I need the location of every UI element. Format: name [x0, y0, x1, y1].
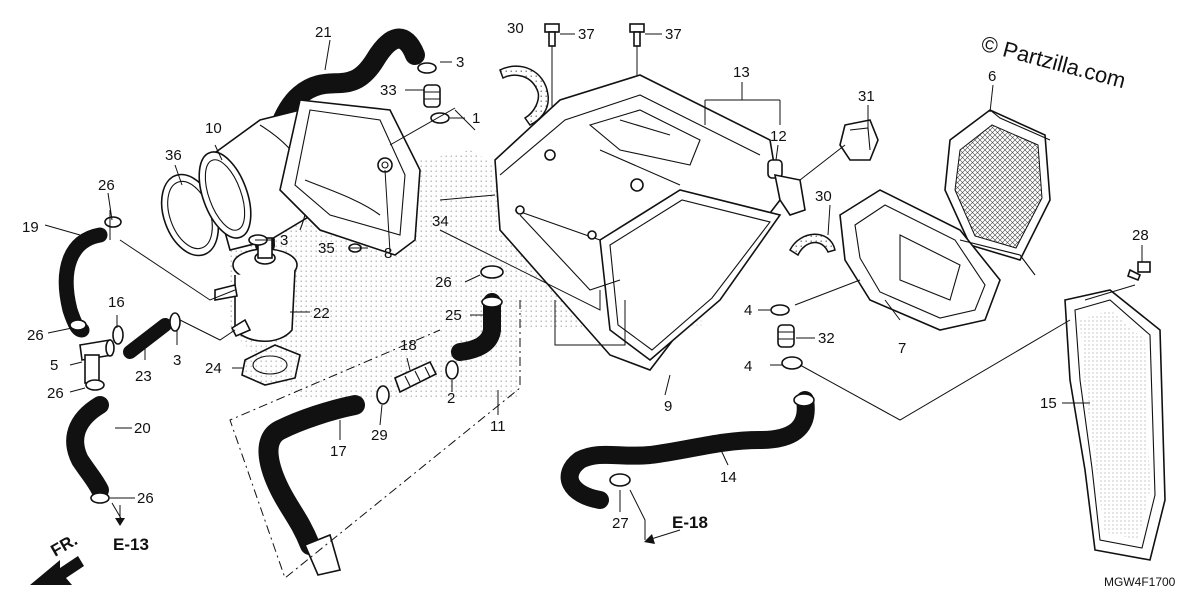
clip-1	[430, 112, 450, 124]
part-label-13: 13	[733, 64, 750, 81]
joint-18	[393, 360, 438, 394]
part-label-8: 8	[384, 245, 392, 262]
mount-plate	[773, 173, 806, 216]
part-label-10: 10	[205, 120, 222, 137]
part-label-4: 4	[744, 302, 752, 319]
part-label-9: 9	[664, 398, 672, 415]
part-label-22: 22	[313, 305, 330, 322]
assembly-frame-11	[229, 300, 521, 579]
clip-26-mid	[480, 265, 504, 279]
clip-16	[112, 325, 124, 345]
part-label-25: 25	[445, 307, 462, 324]
clip-3-top	[417, 62, 437, 74]
part-label-16: 16	[108, 294, 125, 311]
bolt-28	[1127, 261, 1151, 282]
part-label-37: 37	[665, 26, 682, 43]
part-label-14: 14	[720, 469, 737, 486]
band-30-top	[499, 65, 549, 126]
part-label-31: 31	[858, 88, 875, 105]
part-label-26: 26	[27, 327, 44, 344]
part-label-26: 26	[98, 177, 115, 194]
part-label-28: 28	[1132, 227, 1149, 244]
part-label-35: 35	[318, 240, 335, 257]
part-label-29: 29	[371, 427, 388, 444]
leader-lines	[44, 33, 1143, 540]
part-label-27: 27	[612, 515, 629, 532]
part-label-32: 32	[818, 330, 835, 347]
part-label-24: 24	[205, 360, 222, 377]
part-label-17: 17	[330, 443, 347, 460]
air-cleaner-cover-7	[839, 189, 1001, 331]
clip-4-bottom	[781, 356, 803, 370]
part-label-33: 33	[380, 82, 397, 99]
air-filter-element-6	[944, 109, 1051, 261]
part-label-26: 26	[435, 274, 452, 291]
part-label-23: 23	[135, 368, 152, 385]
front-direction-label: FR.	[48, 530, 81, 560]
clip-2	[445, 360, 459, 380]
part-label-21: 21	[315, 24, 332, 41]
part-label-1: 1	[472, 110, 480, 127]
clip-27	[609, 473, 631, 487]
part-label-4: 4	[744, 358, 752, 375]
valve-22	[214, 237, 298, 342]
part-label-3: 3	[456, 54, 464, 71]
bracket-31	[839, 119, 879, 161]
clip-29	[376, 385, 390, 405]
housing-frame	[599, 189, 782, 362]
part-label-15: 15	[1040, 395, 1057, 412]
part-label-26: 26	[137, 490, 154, 507]
part-label-12: 12	[770, 128, 787, 145]
joint-5	[79, 339, 115, 384]
clip-4-top	[770, 304, 790, 316]
part-label-18: 18	[400, 337, 417, 354]
part-label-2: 2	[447, 390, 455, 407]
part-label-30: 30	[507, 20, 524, 37]
band-30-right	[789, 233, 836, 257]
reference-e13[interactable]: E-13	[113, 535, 149, 554]
copyright-watermark: © Partzilla.com	[979, 31, 1129, 94]
part-label-3: 3	[280, 232, 288, 249]
front-direction-arrow-icon	[30, 556, 84, 585]
part-label-7: 7	[898, 340, 906, 357]
reference-e18[interactable]: E-18	[672, 513, 708, 532]
part-label-34: 34	[432, 213, 449, 230]
part-label-6: 6	[988, 68, 996, 85]
part-label-30: 30	[815, 188, 832, 205]
gasket-24	[241, 344, 301, 386]
diagram-code: MGW4F1700	[1104, 575, 1176, 589]
case-cover-8	[279, 99, 421, 256]
part-label-11: 11	[490, 418, 506, 435]
part-label-37: 37	[578, 26, 595, 43]
part-labels: 21 3 33 1 30 37 37 13 12 31 6 10 36 26 3…	[22, 20, 1149, 532]
fitting-32	[777, 324, 795, 348]
part-label-19: 19	[22, 219, 39, 236]
fitting-33	[423, 84, 441, 108]
part-label-5: 5	[50, 357, 58, 374]
part-label-3: 3	[173, 352, 181, 369]
part-label-36: 36	[165, 147, 182, 164]
part-label-26: 26	[47, 385, 64, 402]
part-label-20: 20	[134, 420, 151, 437]
